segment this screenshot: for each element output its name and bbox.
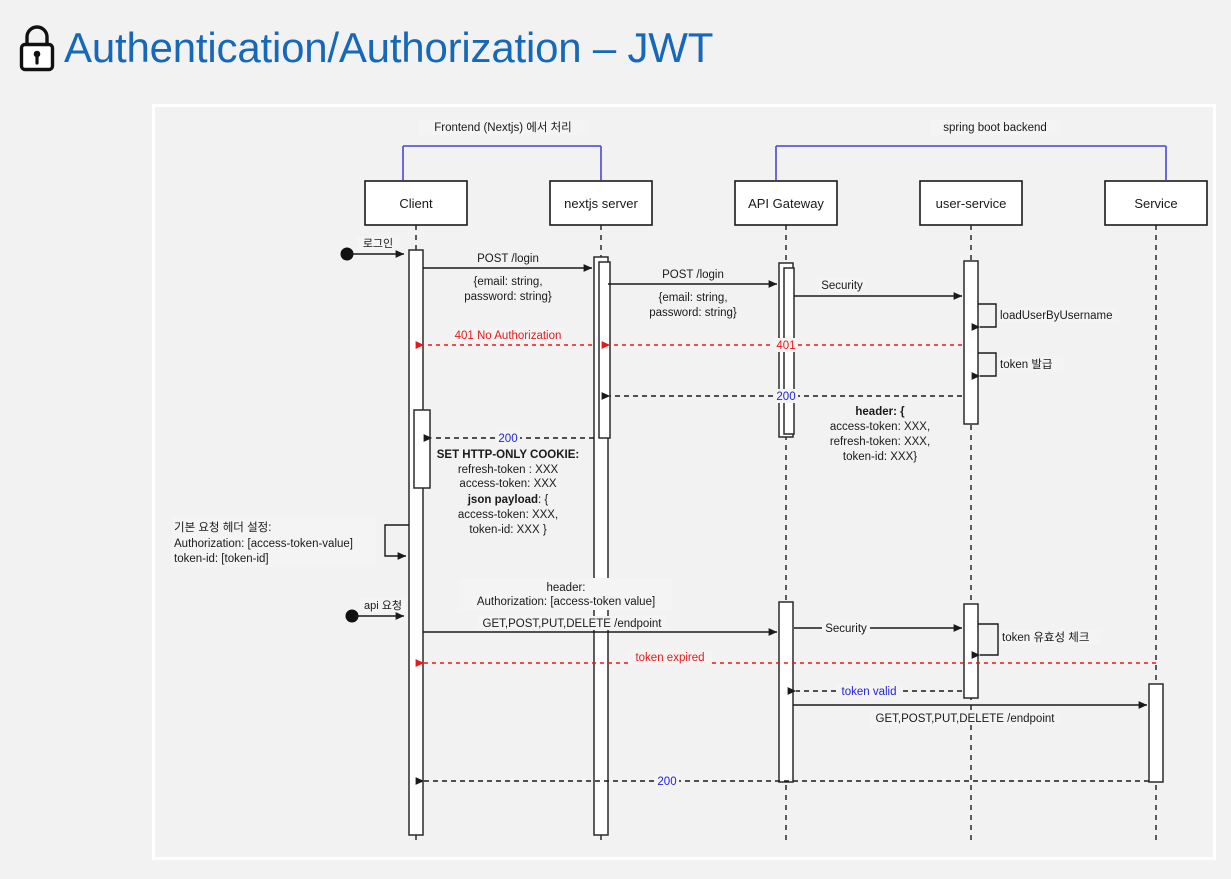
- message-label-loaduserbyusername: loadUserByUsername: [1000, 310, 1113, 322]
- group-bracket-backend: spring boot backend: [775, 120, 1167, 180]
- message-note-body-2b: password: string}: [649, 307, 737, 319]
- note-header-open: header: {: [855, 406, 905, 418]
- note-cookie-access-token: access-token: XXX: [459, 478, 556, 490]
- diagram-frame: [152, 104, 1216, 860]
- note-header-label: header:: [546, 582, 585, 594]
- message-label-token-issue: token 발급: [1000, 358, 1053, 371]
- message-label-post-login-2: POST /login: [662, 269, 724, 281]
- note-cookie-refresh-token: refresh-token : XXX: [458, 464, 559, 476]
- message-token-expired: token expired: [415, 650, 1156, 667]
- activation-gateway-2: [778, 601, 794, 783]
- message-200-final: 200: [415, 774, 1149, 788]
- note-default-header-title: 기본 요청 헤더 설정:: [174, 521, 271, 534]
- participant-client[interactable]: Client: [364, 180, 468, 226]
- message-note-body-1a: {email: string,: [473, 276, 542, 288]
- message-post-login-2: POST /login {email: string, password: st…: [608, 269, 778, 319]
- note-header-refresh-token: refresh-token: XXX,: [830, 436, 930, 448]
- participant-label-client: Client: [399, 196, 433, 211]
- message-endpoint-request-1: header: Authorization: [access-token val…: [423, 578, 778, 636]
- note-default-header-token-id: token-id: [token-id]: [174, 553, 269, 565]
- message-label-200-c: 200: [657, 776, 676, 788]
- group-label-backend: spring boot backend: [943, 122, 1047, 134]
- message-label-200-a: 200: [776, 391, 795, 403]
- note-header-access-token: access-token: XXX,: [830, 421, 930, 433]
- participant-label-service: Service: [1134, 196, 1177, 211]
- note-json-payload-line: json payload: {: [467, 494, 549, 506]
- participant-nextjs-server[interactable]: nextjs server: [549, 180, 653, 226]
- activation-userservice-2: [963, 603, 979, 699]
- activation-service: [1148, 683, 1164, 783]
- activation-nextjs-nested: [598, 261, 611, 439]
- activation-client: [408, 249, 424, 836]
- note-cookie-title: SET HTTP-ONLY COOKIE:: [437, 449, 580, 461]
- participant-label-gateway: API Gateway: [748, 196, 824, 211]
- page-header: Authentication/Authorization – JWT: [0, 0, 1231, 95]
- message-self-token-issue: token 발급: [971, 352, 1064, 380]
- message-self-token-check: token 유효성 체크: [971, 623, 1100, 659]
- message-label-login-kr: 로그인: [363, 237, 393, 250]
- message-label-401-full: 401 No Authorization: [455, 330, 562, 342]
- message-token-valid: token valid: [787, 684, 962, 698]
- note-json-access-token: access-token: XXX,: [458, 509, 558, 521]
- activation-client-nested: [413, 409, 431, 489]
- message-security-2: Security: [794, 621, 963, 635]
- message-label-token-check: token 유효성 체크: [1002, 631, 1089, 644]
- participant-label-nextjs: nextjs server: [564, 196, 638, 211]
- message-200-header: 200 header: { access-token: XXX, refresh…: [601, 389, 962, 463]
- message-200-cookie: 200 SET HTTP-ONLY COOKIE: refresh-token …: [423, 431, 594, 536]
- note-json-payload-brace: : {: [538, 494, 548, 506]
- message-label-api-request-kr: api 요청: [364, 599, 402, 612]
- note-json-token-id: token-id: XXX }: [469, 524, 547, 536]
- message-note-body-2a: {email: string,: [658, 292, 727, 304]
- participant-service[interactable]: Service: [1104, 180, 1208, 226]
- message-post-login-1: POST /login {email: string, password: st…: [423, 253, 593, 303]
- message-self-loaduserbyusername: loadUserByUsername: [971, 303, 1116, 331]
- participant-label-userservice: user-service: [936, 196, 1007, 211]
- activation-userservice-1: [963, 260, 979, 425]
- message-endpoint-request-2: GET,POST,PUT,DELETE /endpoint: [793, 701, 1148, 725]
- message-security-1: Security: [794, 278, 963, 300]
- message-label-security-1: Security: [821, 280, 863, 292]
- message-label-200-b: 200: [498, 433, 517, 445]
- message-login-start: 로그인: [340, 236, 405, 261]
- message-self-default-headers: 기본 요청 헤더 설정: Authorization: [access-toke…: [172, 517, 409, 567]
- message-label-post-login-1: POST /login: [477, 253, 539, 265]
- message-label-endpoint-2: GET,POST,PUT,DELETE /endpoint: [876, 713, 1056, 725]
- group-bracket-frontend: Frontend (Nextjs) 에서 처리: [402, 120, 602, 180]
- message-label-token-expired: token expired: [635, 652, 704, 664]
- note-header-authorization: Authorization: [access-token value]: [477, 596, 655, 608]
- message-label-401: 401: [776, 340, 795, 352]
- participant-user-service[interactable]: user-service: [919, 180, 1023, 226]
- note-default-header-auth: Authorization: [access-token-value]: [174, 538, 353, 550]
- group-label-frontend: Frontend (Nextjs) 에서 처리: [434, 121, 572, 134]
- message-note-body-1b: password: string}: [464, 291, 552, 303]
- message-label-token-valid: token valid: [842, 686, 897, 698]
- participant-api-gateway[interactable]: API Gateway: [734, 180, 838, 226]
- message-401-short: 401: [601, 338, 962, 352]
- message-label-security-2: Security: [825, 623, 867, 635]
- lock-icon: [19, 24, 55, 71]
- message-401-full: 401 No Authorization: [415, 328, 592, 349]
- message-api-request-start: api 요청: [345, 598, 406, 623]
- note-json-payload-title: json payload: [467, 494, 538, 506]
- message-label-endpoint-1: GET,POST,PUT,DELETE /endpoint: [483, 618, 663, 630]
- note-header-token-id: token-id: XXX}: [843, 451, 917, 463]
- page-title: Authentication/Authorization – JWT: [64, 23, 714, 71]
